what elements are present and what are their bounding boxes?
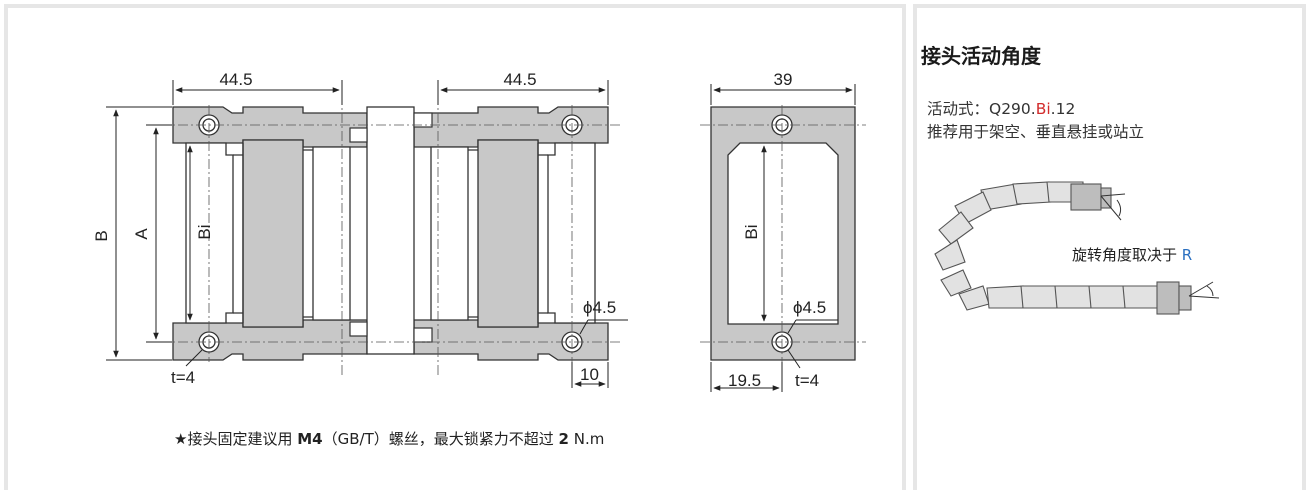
note-unit: N.m <box>568 430 605 448</box>
center-lines <box>160 95 620 375</box>
rotation-var: R <box>1181 246 1193 264</box>
cable-chain-illustration <box>934 181 1220 315</box>
drawing-panel <box>4 4 906 490</box>
end-view <box>700 84 866 392</box>
joint-type: 活动式：Q290.Bi.12 <box>927 100 1076 118</box>
mounting-note: ★接头固定建议用 M4（GB/T）螺丝，最大锁紧力不超过 2 N.m <box>174 428 604 449</box>
joint-title: 接头活动角度 <box>921 44 1041 68</box>
dim-width-right: 44.5 <box>503 70 536 89</box>
joint-usage: 推荐用于架空、垂直悬挂或站立 <box>927 123 1145 141</box>
note-torque: 2 <box>558 430 569 448</box>
dim-offset-19-5: 19.5 <box>728 371 761 390</box>
dim-width-left: 44.5 <box>219 70 252 89</box>
dim-height-b: B <box>92 230 111 241</box>
dim-height-bi: Bi <box>195 224 214 239</box>
rotation-label: 旋转角度取决于 R <box>1072 246 1193 264</box>
dim-height-bi-end: Bi <box>742 224 761 239</box>
dim-offset-10: 10 <box>580 365 599 384</box>
technical-drawing: 44.5 44.5 B A Bi ϕ4.5 t=4 10 <box>92 70 866 392</box>
chain-link-middle <box>349 106 433 355</box>
joint-description: 活动式：Q290.Bi.12 推荐用于架空、垂直悬挂或站立 <box>927 98 1144 144</box>
dim-thickness-left: t=4 <box>171 368 195 387</box>
type-code: Bi <box>1035 100 1051 118</box>
star-icon: ★ <box>174 430 188 448</box>
dim-height-a: A <box>132 228 151 240</box>
connector-right-half <box>413 106 609 361</box>
note-middle: （GB/T）螺丝，最大锁紧力不超过 <box>322 430 559 448</box>
joint-angle-panel <box>913 4 1306 490</box>
dim-width-end: 39 <box>774 70 793 89</box>
dim-hole-left: ϕ4.5 <box>583 298 616 317</box>
dim-thickness-right: t=4 <box>795 371 819 390</box>
note-bolt: M4 <box>297 430 323 448</box>
connector-left-half <box>172 106 368 361</box>
dimension-lines <box>106 80 628 388</box>
note-prefix: 接头固定建议用 <box>187 430 298 448</box>
dim-hole-right: ϕ4.5 <box>793 298 826 317</box>
